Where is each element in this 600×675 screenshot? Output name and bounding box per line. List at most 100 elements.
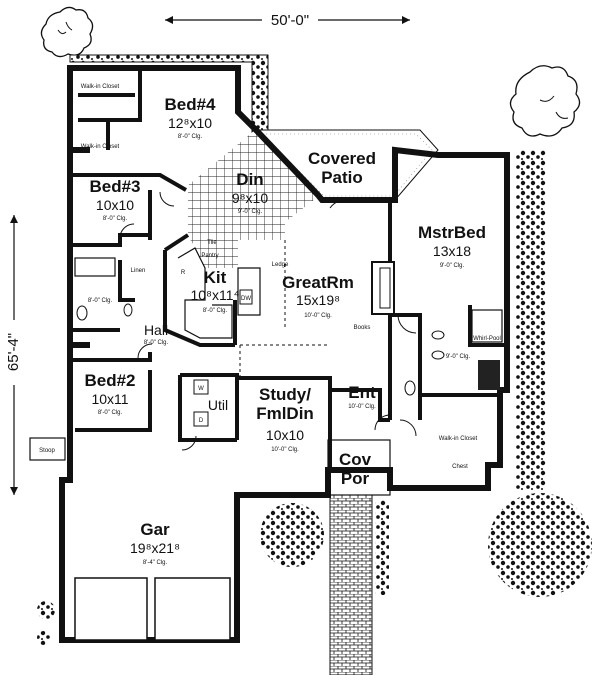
label-greatrm: GreatRm 15x19⁸ 10'-0" Clg. bbox=[282, 273, 354, 319]
label-bed4: Bed#4 12⁸x10 8'-0" Clg. bbox=[164, 95, 216, 140]
svg-text:Cov: Cov bbox=[339, 450, 372, 469]
label-hall-bath-ceiling: 8'-0" Clg. bbox=[88, 298, 113, 304]
covered-porch bbox=[327, 439, 391, 496]
dining-greatroom-divider bbox=[239, 240, 330, 378]
svg-text:Bed#3: Bed#3 bbox=[89, 177, 140, 196]
shrub-porch bbox=[260, 503, 324, 567]
dryer bbox=[193, 411, 209, 427]
label-walk-in-closet-1: Walk-in Closet bbox=[81, 84, 120, 90]
exterior-wall-inner-left bbox=[70, 147, 90, 348]
label-study: Study/ FmlDin 10x10 10'-0" Clg. bbox=[256, 385, 314, 453]
svg-text:8'-4" Clg.: 8'-4" Clg. bbox=[143, 560, 168, 566]
label-cov-por: Cov Por bbox=[339, 450, 372, 488]
svg-text:Pantry: Pantry bbox=[201, 253, 218, 259]
hall-tub bbox=[74, 257, 116, 277]
label-ent: Ent 10'-0" Clg. bbox=[348, 383, 376, 410]
kitchen-counter bbox=[177, 247, 233, 339]
label-master-walk-in-closet: Walk-in Closet bbox=[439, 436, 478, 442]
svg-text:8'-0" Clg.: 8'-0" Clg. bbox=[178, 134, 203, 140]
svg-text:9'-0" Clg.: 9'-0" Clg. bbox=[440, 263, 465, 269]
tree-top-left bbox=[40, 6, 94, 58]
svg-text:Walk-in Closet: Walk-in Closet bbox=[81, 84, 120, 90]
svg-text:8'-0" Clg.: 8'-0" Clg. bbox=[144, 340, 169, 346]
label-dryer: D bbox=[199, 418, 204, 424]
tree-top-right bbox=[509, 65, 581, 137]
svg-text:FmlDin: FmlDin bbox=[256, 404, 314, 423]
label-dw: DW bbox=[241, 296, 251, 302]
label-tile: Tile Pantry bbox=[201, 240, 218, 259]
width-label: 50'-0" bbox=[271, 12, 309, 29]
master-toilet bbox=[404, 380, 416, 396]
svg-text:Covered: Covered bbox=[308, 149, 376, 168]
svg-text:Ent: Ent bbox=[348, 383, 376, 402]
svg-text:Por: Por bbox=[341, 469, 370, 488]
svg-text:10⁸x11⁴: 10⁸x11⁴ bbox=[190, 287, 239, 303]
hall-toilet bbox=[76, 305, 88, 321]
label-bed2: Bed#2 10x11 8'-0" Clg. bbox=[84, 371, 135, 416]
svg-text:8'-0" Clg.: 8'-0" Clg. bbox=[103, 216, 128, 222]
whirlpool-tub bbox=[471, 309, 503, 343]
svg-text:10x10: 10x10 bbox=[96, 197, 134, 213]
svg-text:Walk-in Closet: Walk-in Closet bbox=[81, 144, 120, 150]
exterior-wall bbox=[59, 65, 510, 643]
svg-text:8'-0" Clg.: 8'-0" Clg. bbox=[203, 308, 228, 314]
svg-text:Patio: Patio bbox=[321, 168, 363, 187]
garage-door-left bbox=[74, 577, 148, 641]
svg-text:Tile: Tile bbox=[207, 240, 217, 246]
svg-text:12⁸x10: 12⁸x10 bbox=[168, 115, 212, 131]
label-linen: Linen bbox=[131, 268, 146, 274]
label-washer: W bbox=[198, 386, 204, 392]
svg-text:GreatRm: GreatRm bbox=[282, 273, 354, 292]
walkway bbox=[329, 494, 373, 675]
label-ledge: Ledge bbox=[272, 262, 289, 268]
label-stoop: Stoop bbox=[39, 448, 55, 454]
kitchen-island bbox=[237, 267, 261, 316]
svg-text:19⁸x21⁸: 19⁸x21⁸ bbox=[130, 540, 180, 556]
svg-text:15x19⁸: 15x19⁸ bbox=[296, 292, 340, 308]
svg-text:13x18: 13x18 bbox=[433, 243, 471, 259]
door-swings bbox=[119, 191, 417, 451]
patio-stipple bbox=[261, 133, 433, 197]
svg-text:9'-0" Clg.: 9'-0" Clg. bbox=[238, 209, 263, 215]
shower bbox=[478, 360, 500, 390]
label-util: Util bbox=[208, 397, 228, 413]
svg-text:Gar: Gar bbox=[140, 520, 170, 539]
master-sink-2 bbox=[431, 350, 445, 360]
svg-text:Bed#4: Bed#4 bbox=[164, 95, 216, 114]
label-walk-in-closet-2: Walk-in Closet bbox=[81, 144, 120, 150]
svg-text:Study/: Study/ bbox=[259, 385, 311, 404]
svg-text:Hall: Hall bbox=[144, 322, 168, 338]
label-whirlpool: Whirl-Pool bbox=[473, 336, 501, 342]
washer bbox=[193, 379, 209, 395]
svg-text:9⁸x10: 9⁸x10 bbox=[232, 190, 268, 206]
label-gar: Gar 19⁸x21⁸ 8'-4" Clg. bbox=[130, 520, 180, 566]
shrub-bottom-left-2 bbox=[37, 631, 51, 645]
label-hall: Hall 8'-0" Clg. bbox=[144, 322, 169, 346]
label-covered-patio: Covered Patio bbox=[308, 149, 376, 187]
svg-text:Kit: Kit bbox=[204, 268, 227, 287]
dishwasher bbox=[239, 289, 253, 305]
label-bed3: Bed#3 10x10 8'-0" Clg. bbox=[89, 177, 140, 222]
shrub-bottom-left bbox=[37, 601, 55, 619]
label-books: Books bbox=[354, 325, 371, 331]
svg-text:10'-0" Clg.: 10'-0" Clg. bbox=[348, 404, 376, 410]
label-ref: R bbox=[181, 270, 186, 276]
dimension-depth bbox=[10, 215, 18, 495]
svg-text:Bed#2: Bed#2 bbox=[84, 371, 135, 390]
label-chest: Chest bbox=[452, 464, 468, 470]
shrub-bottom-right bbox=[488, 493, 592, 597]
svg-text:10x10: 10x10 bbox=[266, 427, 304, 443]
master-sink-1 bbox=[431, 330, 445, 340]
hedge-right bbox=[516, 150, 546, 490]
stoop-pad bbox=[29, 437, 66, 461]
depth-label: 65'-4" bbox=[5, 333, 22, 371]
label-mstrbed: MstrBed 13x18 9'-0" Clg. bbox=[418, 223, 486, 269]
hall-sink bbox=[123, 303, 133, 317]
garage-door-right bbox=[154, 577, 231, 641]
hedge-drive-right bbox=[375, 500, 389, 595]
svg-text:10'-0" Clg.: 10'-0" Clg. bbox=[304, 313, 332, 319]
fireplace-hearth bbox=[379, 267, 391, 309]
label-kit: Kit 10⁸x11⁴ 8'-0" Clg. bbox=[190, 268, 239, 314]
dimension-width bbox=[165, 16, 410, 24]
